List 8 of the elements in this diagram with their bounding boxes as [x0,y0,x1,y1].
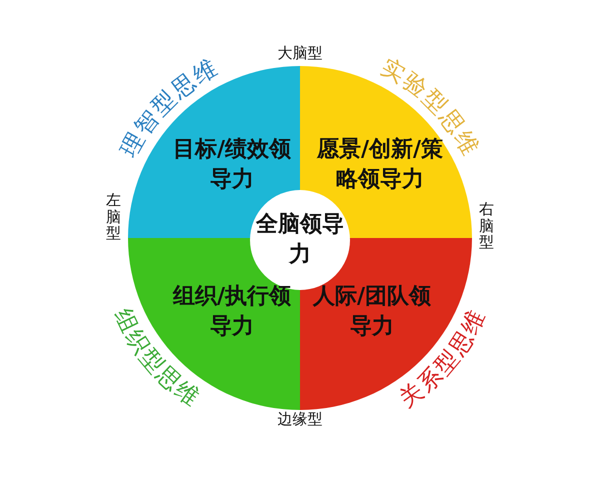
quadrant-label: 人际/团队领导力 [312,283,432,341]
brain-region-label: 大脑型 [278,44,322,63]
quadrant-label: 全脑领导力 [254,211,345,269]
quadrant-label: 目标/绩效领导力 [172,136,292,194]
brain-region-label: 左脑型 [106,192,121,242]
brain-region-label: 右脑型 [479,201,494,250]
quadrant-label: 组织/执行领导力 [172,283,292,341]
brain-region-label: 边缘型 [278,410,322,429]
